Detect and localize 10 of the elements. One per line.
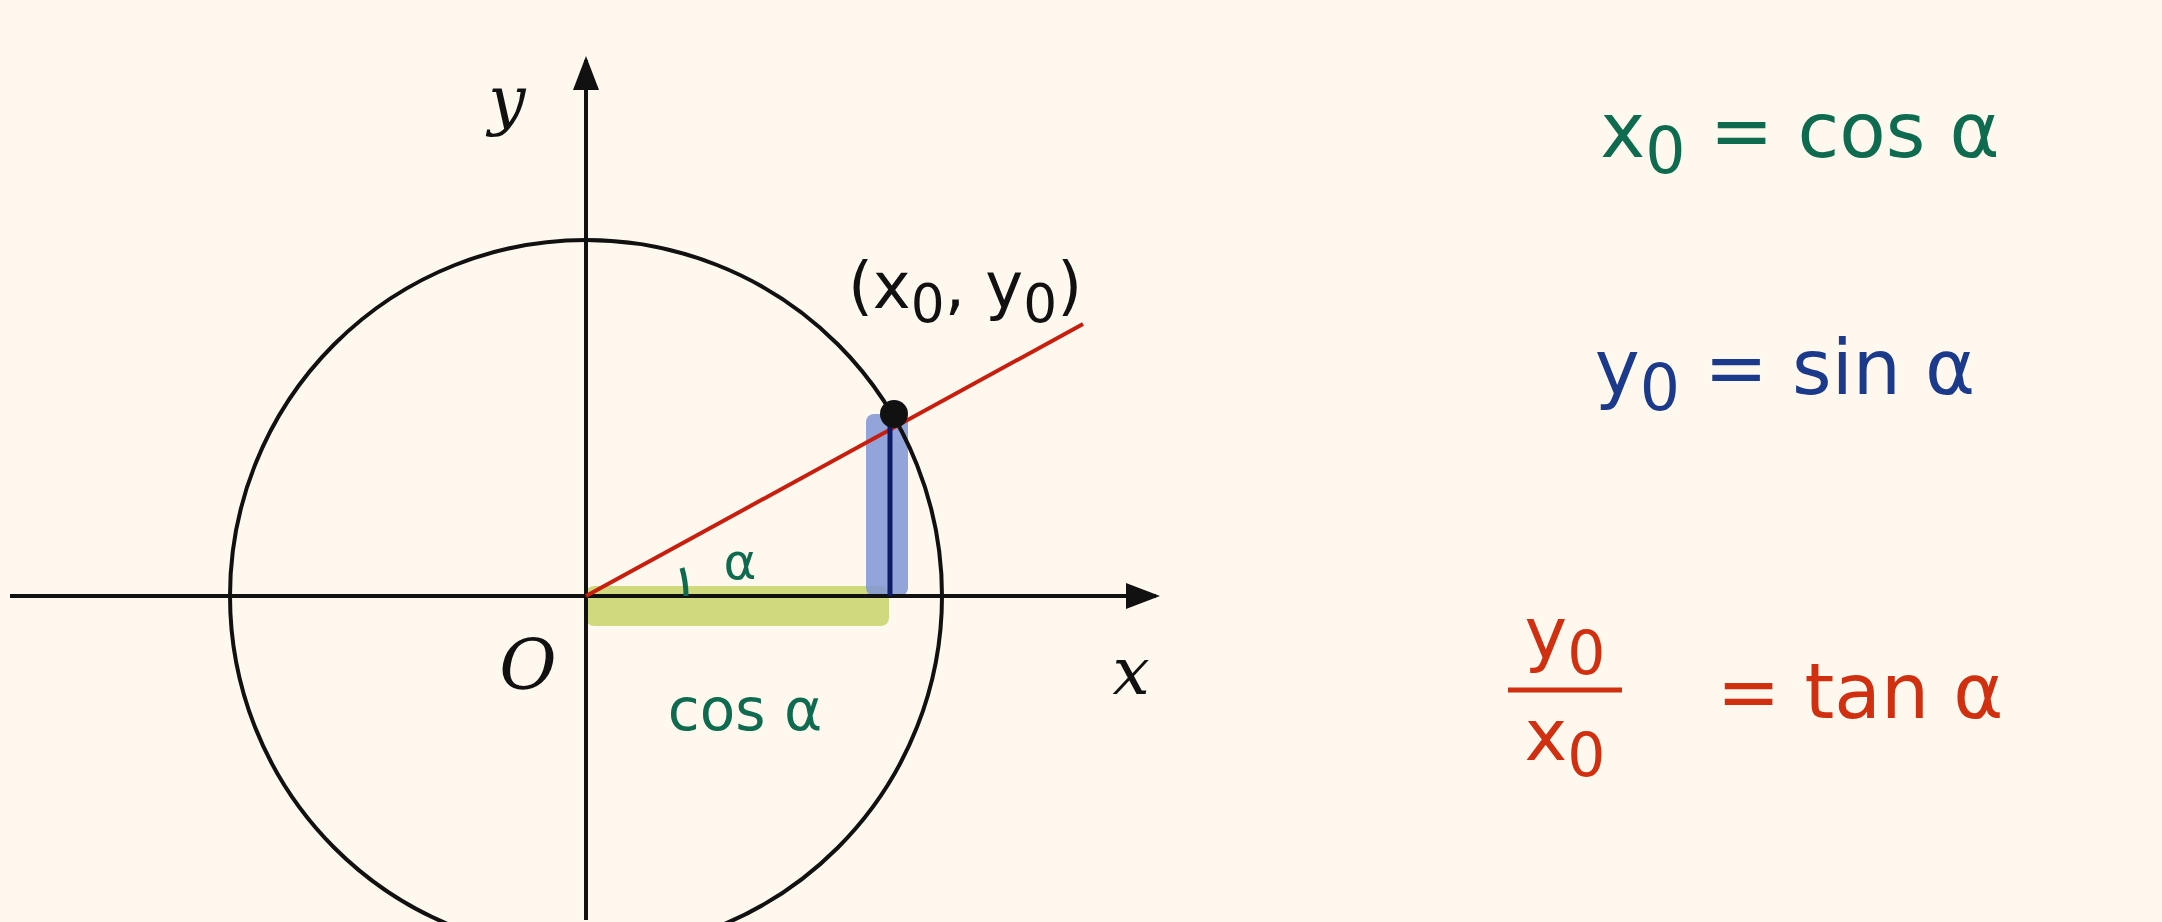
origin-label: O	[499, 630, 557, 700]
fraction-numerator: y$_{0}$	[1524, 597, 1606, 683]
equation: x$_{0}$ = cos α	[1600, 92, 2000, 184]
segment-label: cos α	[667, 681, 823, 739]
fraction-denominator: x$_{0}$	[1524, 699, 1606, 785]
point-label: (x$_{0}$, y$_{0}$)	[847, 253, 1083, 331]
angle-label: α	[723, 537, 757, 587]
equation: y$_{0}$ = sin α	[1594, 329, 1976, 421]
equation: = tan α	[1716, 654, 2004, 730]
axis-label: x	[1112, 639, 1150, 705]
